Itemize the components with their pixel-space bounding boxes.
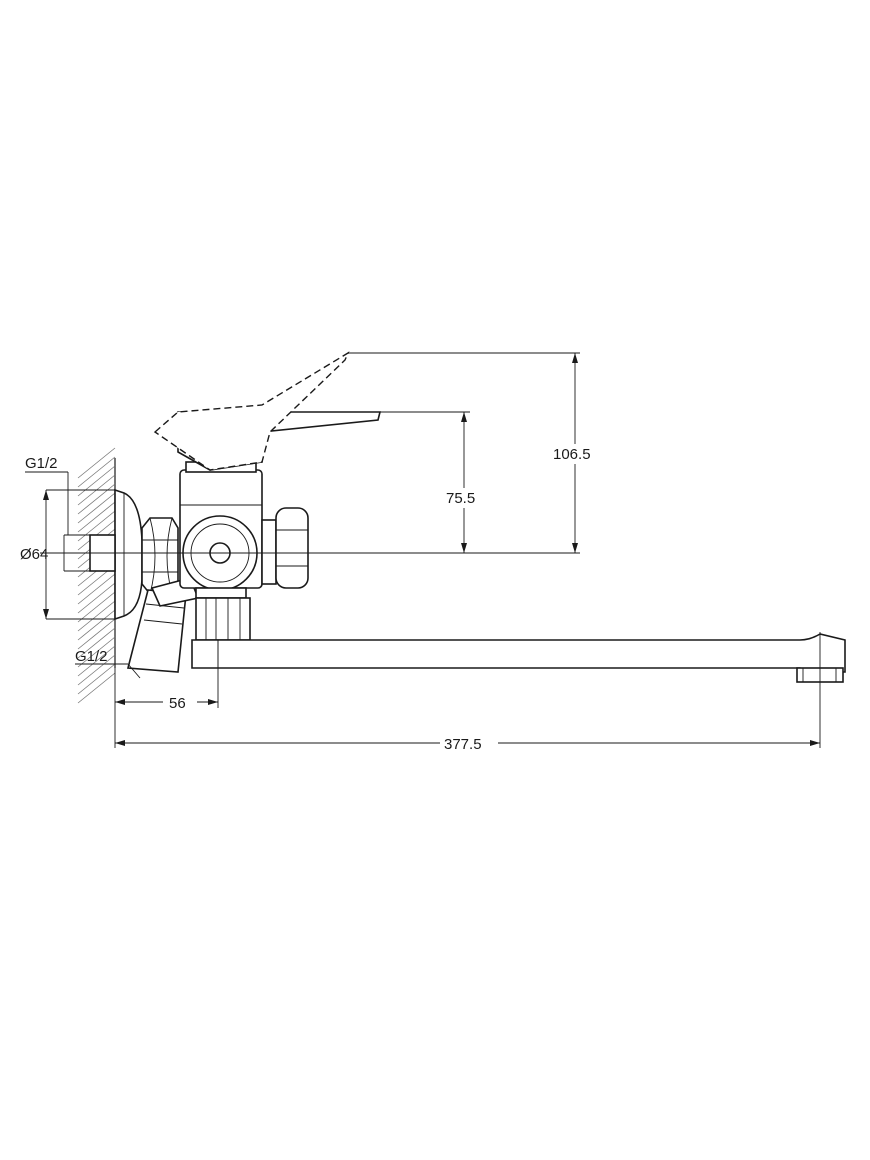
dim-flange-diameter-label: Ø64	[20, 546, 48, 563]
hatch-line	[77, 609, 116, 641]
hatch-line	[77, 591, 116, 623]
dim-overall-length: 377.5	[115, 632, 821, 753]
hatch-line	[77, 654, 116, 686]
dim-height-closed-label: 75.5	[446, 490, 475, 507]
shower-outlet-connector	[126, 577, 200, 673]
lever-handle-open	[153, 351, 350, 471]
hatch-line	[77, 456, 116, 488]
hatch-line	[77, 663, 116, 695]
hatch-line	[77, 618, 116, 650]
hatch-line	[77, 501, 116, 533]
dim-height-open: 106.5	[348, 352, 604, 554]
dim-thread-bottom-label: G1/2	[75, 648, 108, 665]
hatch-line	[77, 636, 116, 668]
dim-inlet-offset-label: 56	[169, 695, 186, 712]
dim-height-open-label: 106.5	[553, 446, 591, 463]
hatch-line	[77, 582, 116, 614]
hatch-line	[77, 645, 116, 677]
wall-flange	[114, 488, 143, 621]
hatch-line	[77, 483, 116, 515]
hatch-line	[77, 600, 116, 632]
dim-inlet-bracket	[40, 534, 470, 572]
dim-thread-top: G1/2	[25, 455, 69, 535]
hatch-line	[77, 573, 116, 605]
dim-overall-length-label: 377.5	[444, 736, 482, 753]
hatch-line	[77, 627, 116, 659]
dim-flange-diameter: Ø64	[20, 489, 115, 620]
hatch-line	[77, 465, 116, 497]
spout	[191, 633, 846, 683]
dim-thread-bottom: G1/2	[75, 648, 141, 679]
dim-height-closed: 75.5	[380, 411, 486, 553]
hatch-line	[77, 447, 116, 479]
hatch-line	[77, 492, 116, 524]
hatch-line	[77, 510, 116, 542]
spout-nut	[195, 587, 251, 641]
dim-thread-top-label: G1/2	[25, 455, 58, 472]
dim-inlet-offset: 56	[114, 640, 219, 748]
hatch-line	[77, 672, 116, 704]
diverter-knob	[261, 507, 309, 589]
